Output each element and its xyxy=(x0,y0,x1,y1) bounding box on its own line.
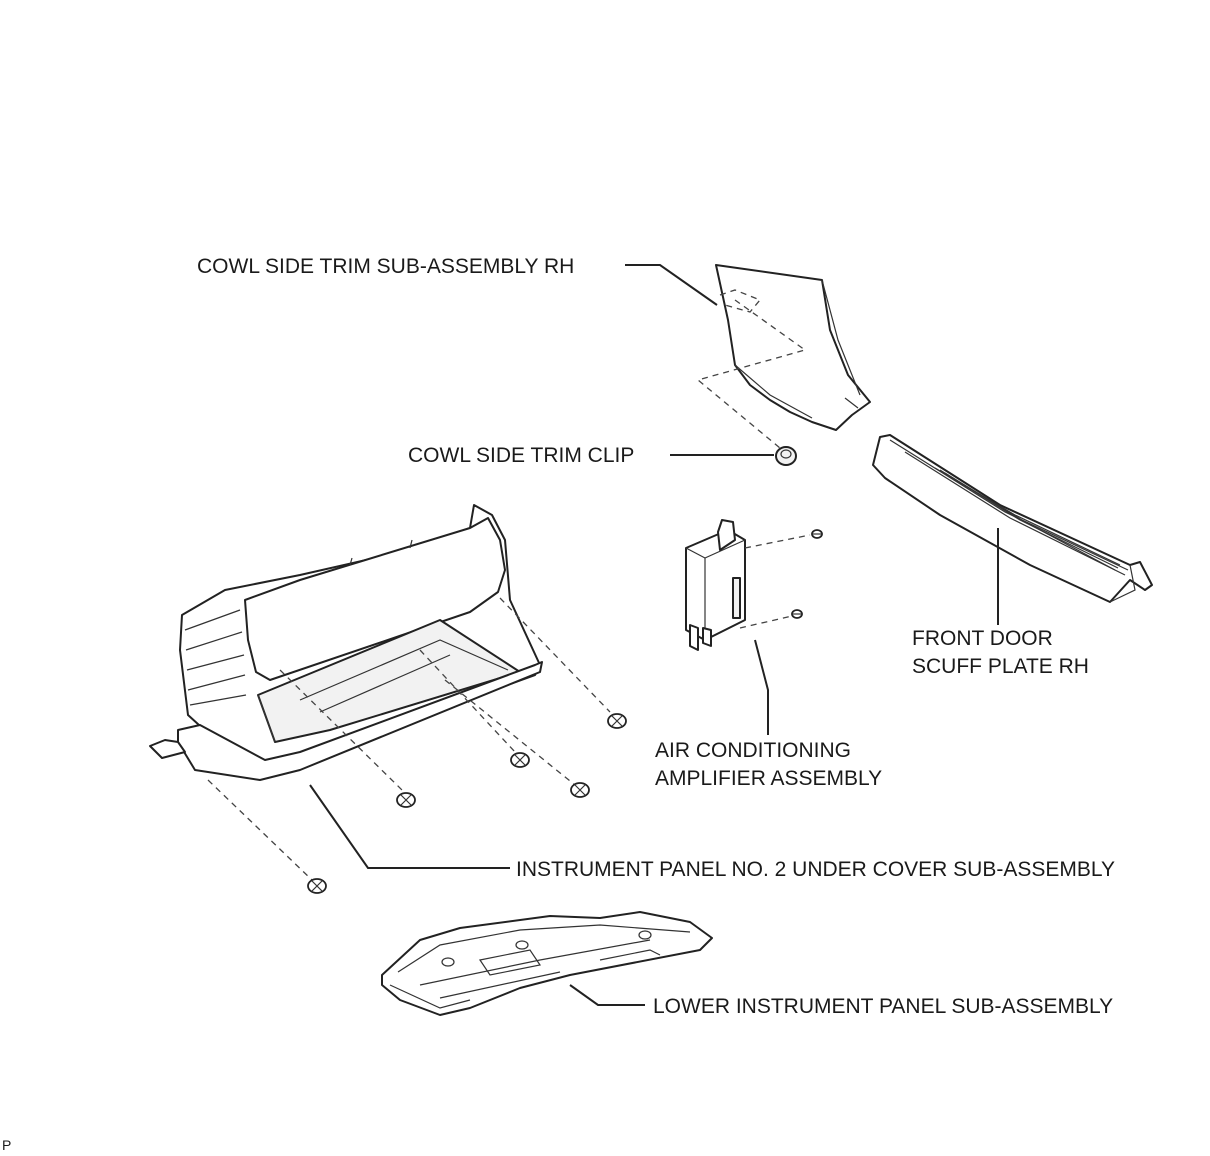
ac-amp-screw-2 xyxy=(791,609,803,619)
cowl-side-trim-leader xyxy=(625,264,718,306)
lower-panel-leader xyxy=(569,984,645,1006)
front-door-scuff-label-line1: FRONT DOOR xyxy=(912,627,1053,650)
under-cover-guide-line-1 xyxy=(499,597,611,713)
lower-instrument-panel-part xyxy=(381,911,713,1016)
cowl-side-trim-part xyxy=(715,264,871,431)
under-cover-screw-3 xyxy=(510,752,530,768)
ac-amplifier-label-line2: AMPLIFIER ASSEMBLY xyxy=(655,767,882,790)
front-door-scuff-label-line2: SCUFF PLATE RH xyxy=(912,655,1089,678)
ac-amplifier-part xyxy=(685,519,746,651)
under-cover-screw-5 xyxy=(307,878,327,894)
under-cover-screw-1 xyxy=(607,713,627,729)
cowl-side-trim-label: COWL SIDE TRIM SUB-ASSEMBLY RH xyxy=(197,255,574,278)
ac-amp-screw-1 xyxy=(811,529,823,539)
under-cover-screw-2 xyxy=(570,782,590,798)
under-cover-guide-line-5 xyxy=(207,779,313,881)
ac-amp-guide-line-1 xyxy=(744,534,811,549)
under-cover-part xyxy=(149,504,543,781)
cowl-side-trim-clip-part xyxy=(775,446,797,466)
cowl-side-trim-clip-label: COWL SIDE TRIM CLIP xyxy=(408,444,634,467)
lower-panel-label: LOWER INSTRUMENT PANEL SUB-ASSEMBLY xyxy=(653,995,1113,1018)
corner-mark: P xyxy=(2,1137,11,1153)
under-cover-screw-4 xyxy=(396,792,416,808)
front-door-scuff-plate-part xyxy=(872,434,1153,603)
ac-amplifier-leader xyxy=(754,639,769,735)
under-cover-leader xyxy=(309,784,510,869)
under-cover-guide-line-2 xyxy=(444,679,576,786)
ac-amplifier-label-line1: AIR CONDITIONING xyxy=(655,739,851,762)
under-cover-guide-line-3 xyxy=(419,649,516,753)
ac-amp-guide-line-2 xyxy=(739,615,793,629)
under-cover-label: INSTRUMENT PANEL NO. 2 UNDER COVER SUB-A… xyxy=(516,858,1115,881)
